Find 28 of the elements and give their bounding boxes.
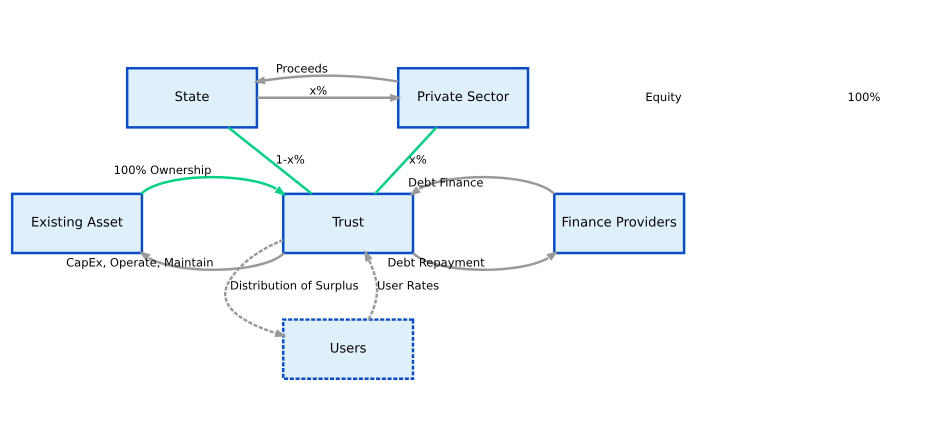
edge-label: Proceeds bbox=[276, 61, 328, 76]
arrow bbox=[412, 250, 558, 271]
edge-label: User Rates bbox=[376, 278, 440, 292]
node-box: Trust bbox=[282, 192, 414, 254]
connector bbox=[227, 126, 313, 195]
label: 100% bbox=[848, 90, 880, 104]
edge-label: x% bbox=[409, 152, 427, 167]
edge-label: Distribution of Surplus bbox=[230, 278, 359, 292]
arrow bbox=[140, 176, 286, 196]
edge-label: 1-x% bbox=[276, 152, 305, 167]
edge-label: Debt Finance bbox=[408, 175, 484, 190]
node-box: Users bbox=[282, 318, 414, 380]
arrow bbox=[257, 94, 402, 102]
edge-label: x% bbox=[309, 84, 328, 98]
edge-label: 100% Ownership bbox=[114, 163, 212, 178]
arrow bbox=[364, 250, 378, 320]
edge-label: CapEx, Operate, Maintain bbox=[66, 256, 214, 270]
arrow bbox=[409, 176, 556, 196]
edge-label: Debt Repayment bbox=[387, 256, 485, 270]
connector bbox=[374, 126, 438, 195]
node-box: Existing Asset bbox=[10, 192, 144, 254]
node-box: Private Sector bbox=[396, 66, 530, 129]
node-box: Finance Providers bbox=[553, 192, 686, 254]
node-box: State bbox=[126, 66, 258, 129]
arrow bbox=[224, 238, 287, 337]
arrow bbox=[138, 250, 285, 271]
arrow bbox=[253, 74, 398, 84]
label: Equity bbox=[645, 90, 682, 104]
